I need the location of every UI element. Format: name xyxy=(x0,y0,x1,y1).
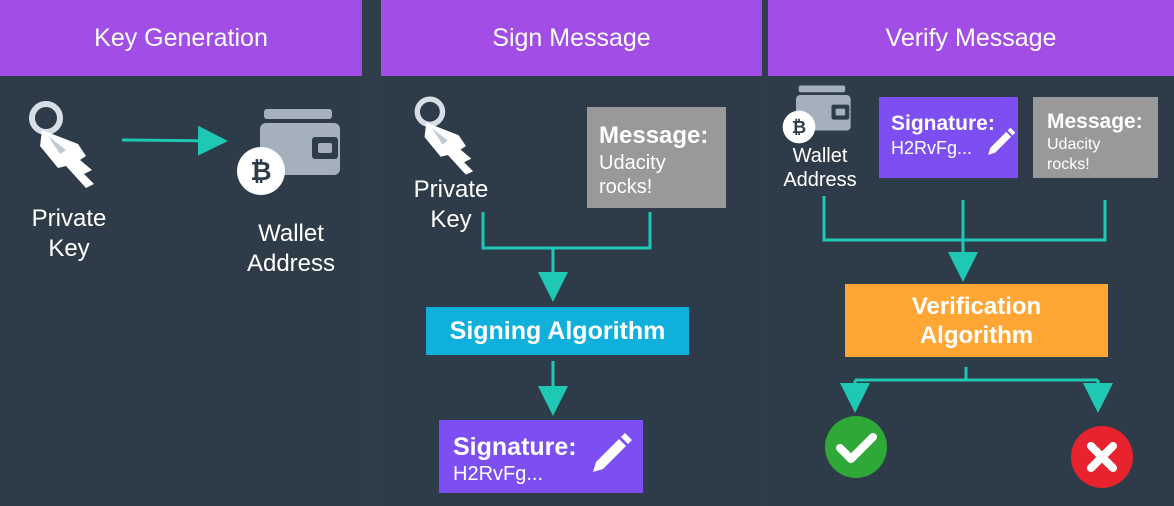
private-key-label: Private Key xyxy=(31,205,107,262)
message-box: Message: Udacity rocks! xyxy=(1033,97,1158,178)
wallet-address-label: Wallet Address xyxy=(246,220,336,277)
panel-title: Key Generation xyxy=(0,0,362,76)
key-icon xyxy=(414,96,474,175)
bitcoin-icon: ₿ xyxy=(782,110,816,144)
signature-box: Signature: H2RvFg... xyxy=(439,420,643,493)
signature-box: Signature: H2RvFg... xyxy=(879,97,1018,178)
panel-title: Verify Message xyxy=(768,0,1174,76)
signature-value: H2RvFg... xyxy=(891,138,973,158)
svg-text:₿: ₿ xyxy=(250,156,271,186)
message-title: Message: xyxy=(599,122,709,149)
keygen-arrow xyxy=(121,125,228,156)
signature-title: Signature: xyxy=(891,112,995,135)
message-title: Message: xyxy=(1047,110,1143,133)
panel-title: Sign Message xyxy=(381,0,762,76)
cross-icon xyxy=(1071,426,1133,488)
panel-key-generation: Key Generation xyxy=(0,0,362,506)
svg-text:₿: ₿ xyxy=(792,117,806,137)
wallet-address-label: Wallet Address xyxy=(783,145,857,191)
bitcoin-icon: ₿ xyxy=(237,147,285,195)
message-text: Udacity rocks! xyxy=(1047,136,1101,173)
private-key-label: Private Key xyxy=(413,176,489,233)
signing-algorithm-box: Signing Algorithm xyxy=(426,307,689,355)
check-icon xyxy=(825,416,887,478)
pencil-icon xyxy=(593,433,632,472)
signature-title: Signature: xyxy=(453,433,577,461)
verification-algorithm-box: Verification Algorithm xyxy=(845,284,1108,357)
message-box: Message: Udacity rocks! xyxy=(587,107,726,208)
message-text: Udacity rocks! xyxy=(599,152,666,198)
key-icon xyxy=(29,101,94,188)
sign-merge-line xyxy=(481,212,652,250)
signature-value: H2RvFg... xyxy=(453,463,544,485)
pencil-icon xyxy=(988,127,1016,155)
